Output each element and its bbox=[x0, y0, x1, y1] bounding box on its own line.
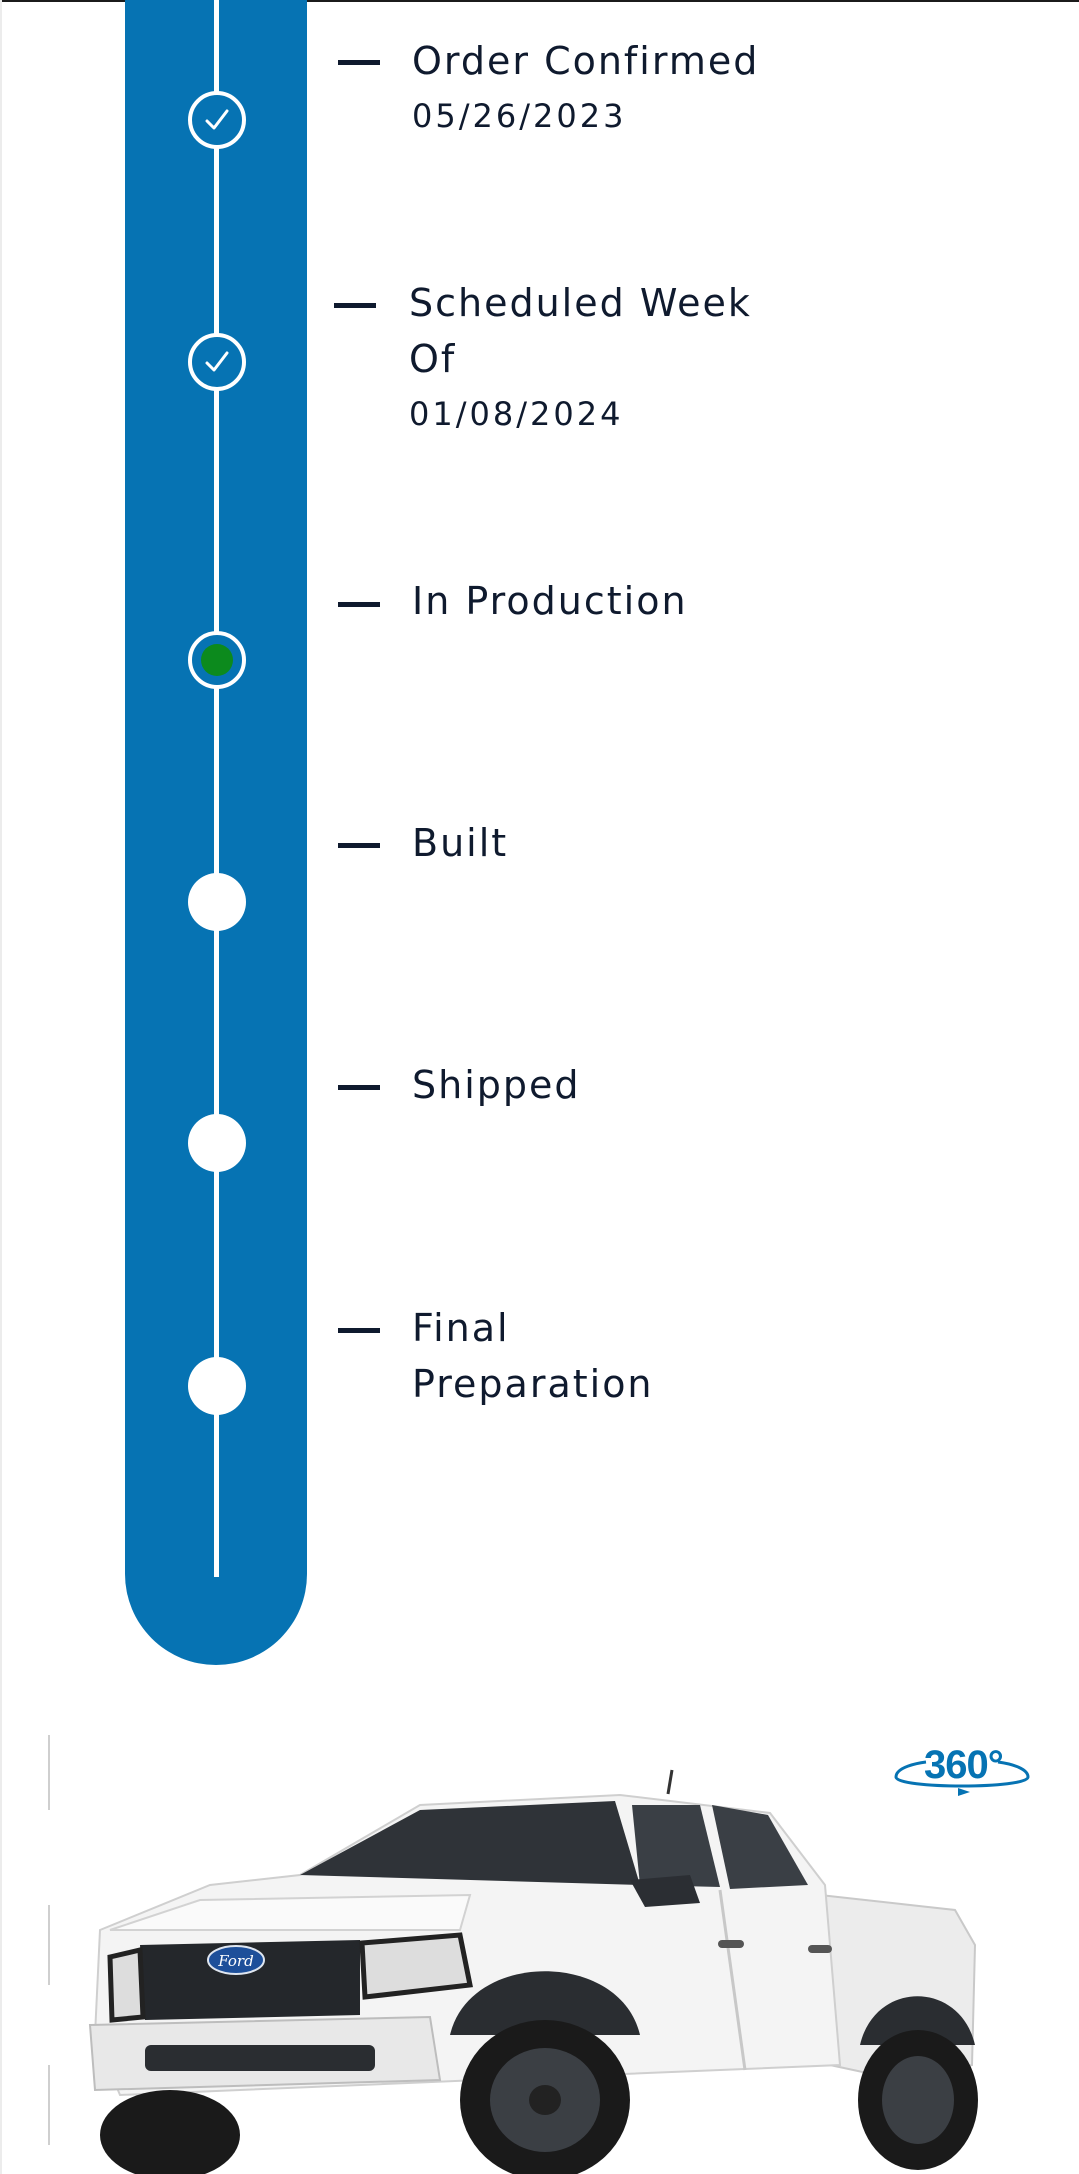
step-order-confirmed-node bbox=[188, 91, 246, 149]
step-final-preparation-node bbox=[188, 1357, 246, 1415]
step-shipped-dash bbox=[338, 1085, 380, 1090]
step-scheduled-week-dash bbox=[334, 303, 376, 308]
step-shipped-node bbox=[188, 1114, 246, 1172]
step-scheduled-week-node bbox=[188, 333, 246, 391]
step-scheduled-week-date: 01/08/2024 bbox=[409, 395, 624, 433]
step-shipped-label: Shipped bbox=[412, 1063, 581, 1107]
image-edge-marker bbox=[48, 2065, 50, 2145]
step-order-confirmed-label: Order Confirmed bbox=[412, 39, 760, 83]
step-built-node bbox=[188, 873, 246, 931]
ford-badge-text: Ford bbox=[217, 1952, 253, 1970]
step-built-dash bbox=[338, 843, 380, 848]
left-edge bbox=[0, 0, 2, 2174]
view-360-label: 360° bbox=[924, 1743, 1004, 1787]
vehicle-preview[interactable]: Ford 360° bbox=[0, 1735, 1079, 2174]
step-final-preparation-dash bbox=[338, 1328, 380, 1333]
step-in-production-label: In Production bbox=[412, 579, 688, 623]
step-order-confirmed-dash bbox=[338, 60, 380, 65]
timeline-line bbox=[214, 0, 219, 1577]
check-icon bbox=[205, 109, 229, 130]
step-order-confirmed-date: 05/26/2023 bbox=[412, 97, 627, 135]
image-edge-marker bbox=[48, 1735, 50, 1810]
current-status-dot bbox=[201, 644, 233, 676]
check-icon bbox=[205, 351, 229, 372]
image-edge-marker bbox=[48, 1905, 50, 1985]
step-final-preparation-label: Final Preparation bbox=[412, 1306, 654, 1406]
view-360-button[interactable]: 360° bbox=[888, 1743, 1036, 1803]
pickup-truck-image: Ford bbox=[88, 1769, 978, 2174]
rotate-360-icon bbox=[894, 1760, 1030, 1796]
top-divider bbox=[0, 0, 1079, 2]
step-scheduled-week-label: Scheduled Week Of bbox=[409, 281, 752, 381]
step-in-production-dash bbox=[338, 602, 380, 607]
step-built-label: Built bbox=[412, 821, 509, 865]
step-in-production-node bbox=[188, 631, 246, 689]
